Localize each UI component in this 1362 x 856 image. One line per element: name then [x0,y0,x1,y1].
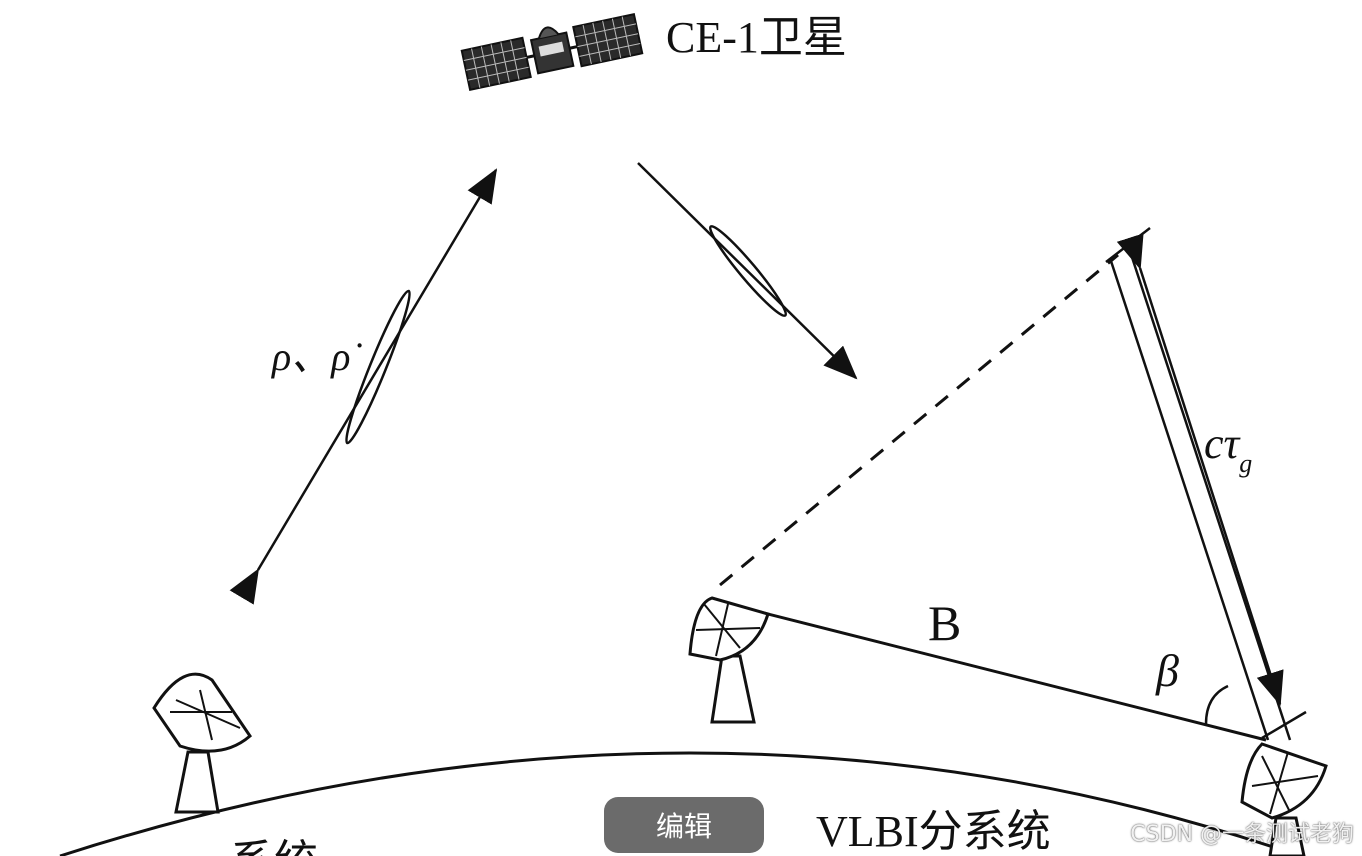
beta-angle-arc [1204,684,1229,725]
antenna-right-icon [1240,742,1328,856]
projection-line-outer [1108,257,1270,741]
antenna-middle-icon [688,596,770,724]
watermark-text: CSDN @一条测试老狗 [1130,822,1354,847]
delay-label-c: c [1204,419,1224,468]
range-arrow [229,168,498,605]
delay-arrow [1116,233,1284,706]
antenna-left-icon [152,672,252,814]
wavefront-tick-bottom [1261,710,1307,740]
satellite-label: CE-1卫星 [666,13,847,62]
left-system-label-partial: 系统 [230,837,318,856]
baseline-line [759,610,1267,742]
signal-lens-right [708,225,788,317]
signal-lens-left [345,289,411,445]
edit-button[interactable]: 编辑 [604,797,764,853]
earth-surface-arc [59,751,1301,856]
delay-label-tau: τ [1224,419,1242,468]
wavefront-dashed-line [719,253,1119,587]
projection-line-inner [1126,244,1292,741]
beta-label: β [1155,645,1179,696]
delay-label-subscript: g [1239,449,1252,478]
satellite-icon [460,12,644,92]
range-label: ρ、ρ̇ [270,334,362,379]
baseline-label: B [928,595,961,651]
vlbi-label: VLBI分系统 [816,807,1051,856]
delay-label: cτg [1204,419,1252,478]
downlink-arrow [637,162,858,380]
